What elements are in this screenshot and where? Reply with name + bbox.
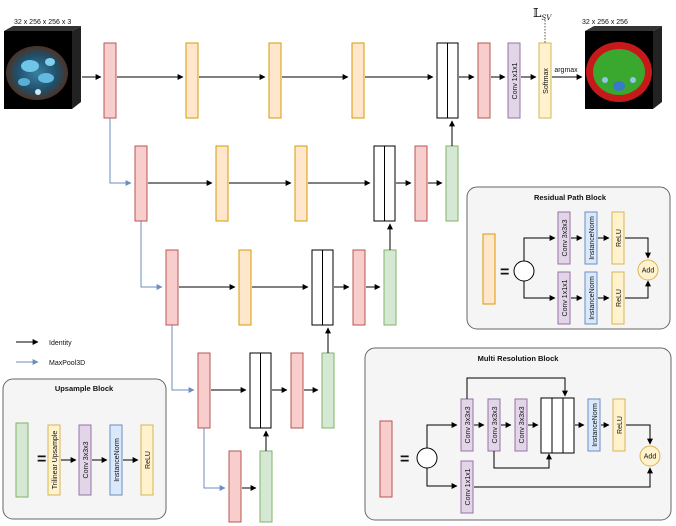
concat-block <box>436 42 459 119</box>
red-block <box>197 352 211 429</box>
add-label: Add <box>642 268 655 275</box>
instancenorm-label: InstanceNorm <box>589 276 596 320</box>
trilinear-upsample-label: Trilinear Upsample <box>52 431 59 490</box>
conv-label: Conv 1x1x1 <box>562 279 569 316</box>
residual-path-block <box>268 42 282 119</box>
relu-label: ReLU <box>616 229 623 247</box>
instancenorm-label: InstanceNorm <box>592 403 599 447</box>
conv1x1x1-label: Conv 1x1x1 <box>465 468 472 505</box>
multi-resolution-block-panel: Multi Resolution Block = Conv 3x3x3 Conv… <box>364 347 672 521</box>
legend-identity: Identity <box>49 340 72 347</box>
instancenorm-label: InstanceNorm <box>114 438 121 482</box>
relu-label: ReLU <box>617 416 624 434</box>
concat-block <box>311 249 334 326</box>
upsample-block <box>445 145 459 222</box>
output-segmentation-volume <box>585 26 662 109</box>
concat-block <box>249 352 272 429</box>
softmax-label: Softmax <box>543 68 550 94</box>
add-node <box>637 259 659 281</box>
red-block <box>134 145 148 222</box>
concat-block <box>540 397 575 454</box>
conv-label: Conv 3x3x3 <box>465 406 472 443</box>
red-block <box>414 145 428 222</box>
legend: Identity MaxPool3D <box>16 339 85 367</box>
split-node-icon <box>416 447 438 469</box>
add-node <box>639 445 661 467</box>
red-block <box>477 42 491 119</box>
residual-path-block <box>351 42 365 119</box>
loss-symbol: 𝕃SV <box>533 6 552 22</box>
relu-label: ReLU <box>145 451 152 469</box>
relu-label: ReLU <box>616 289 623 307</box>
main-network: Conv 1x1x1 Softmax argmax 𝕃SV <box>82 6 583 523</box>
red-block <box>352 249 366 326</box>
multires-block-title: Multi Resolution Block <box>478 354 560 363</box>
input-ct-volume <box>4 26 81 109</box>
argmax-label: argmax <box>554 67 578 74</box>
add-label: Add <box>644 454 657 461</box>
residual-path-block <box>185 42 199 119</box>
conv-label: Conv 3x3x3 <box>562 219 569 256</box>
red-block <box>290 352 304 429</box>
residual-path-block <box>215 145 229 222</box>
equals-sign: = <box>500 264 509 281</box>
residual-path-block <box>238 249 252 326</box>
concat-block <box>373 145 396 222</box>
residual-block-title: Residual Path Block <box>534 193 607 202</box>
conv1x1x1-block <box>507 42 521 119</box>
equals-sign: = <box>400 451 409 468</box>
equals-sign: = <box>37 451 46 468</box>
split-node-icon <box>513 260 535 282</box>
upsample-block <box>259 450 273 523</box>
input-shape-label: 32 x 256 x 256 x 3 <box>14 19 71 26</box>
conv1x1x1-label: Conv 1x1x1 <box>512 62 519 99</box>
conv-label: Conv 3x3x3 <box>83 441 90 478</box>
red-block <box>103 42 117 119</box>
instancenorm-label: InstanceNorm <box>589 216 596 260</box>
upsample-block-title: Upsample Block <box>55 384 114 393</box>
red-block <box>165 249 179 326</box>
upsample-block <box>383 249 397 326</box>
red-block <box>228 450 242 523</box>
output-shape-label: 32 x 256 x 256 <box>582 19 628 26</box>
upsample-block <box>321 352 335 429</box>
legend-maxpool: MaxPool3D <box>49 360 85 367</box>
conv-label: Conv 3x3x3 <box>492 406 499 443</box>
conv-label: Conv 3x3x3 <box>519 406 526 443</box>
residual-path-block-panel: Residual Path Block = Conv 3x3x3 Instanc… <box>466 186 671 330</box>
residual-path-block <box>294 145 308 222</box>
upsample-block-panel: Upsample Block = Trilinear Upsample Conv… <box>2 378 167 520</box>
softmax-block <box>538 42 552 119</box>
